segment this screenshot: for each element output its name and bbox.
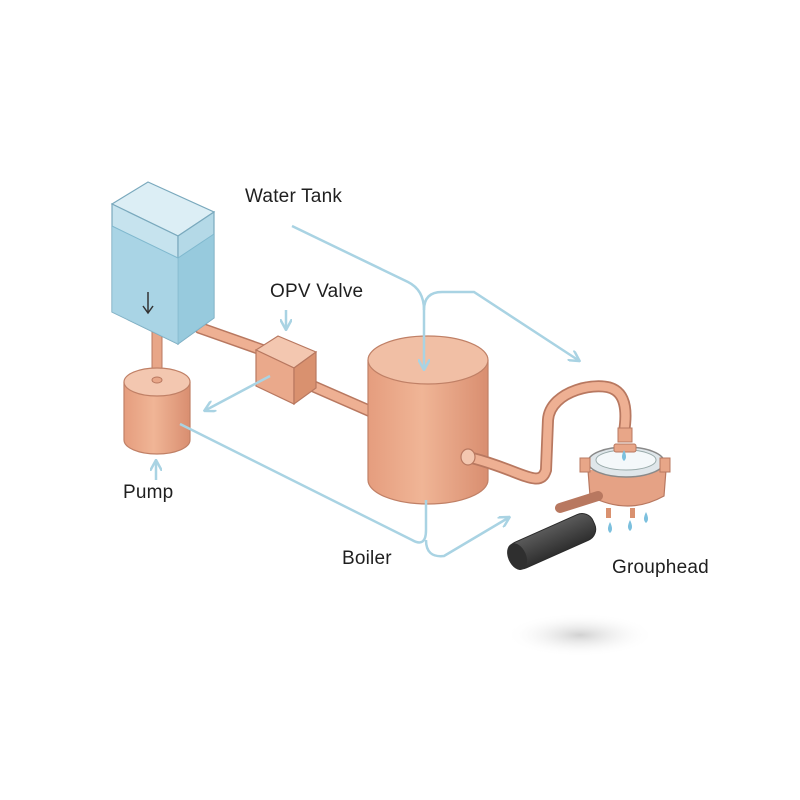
flow-arrow-boiler-to-grouphead: [424, 518, 508, 558]
water-tank-label: Water Tank: [245, 186, 343, 207]
down-arrow-icon: [142, 292, 154, 315]
boiler: [367, 335, 489, 505]
flow-arrow-valve-return: [206, 374, 271, 410]
grouphead-label: Grouphead: [612, 557, 709, 578]
flow-arrows: [156, 224, 578, 558]
water-drop-icon: [608, 450, 648, 533]
flow-arrow-pump-to-boiler: [179, 422, 428, 544]
boiler-grouphead-pipe: [460, 380, 632, 485]
pump: [123, 367, 191, 455]
opv-valve: [254, 335, 318, 406]
portafilter-handle: [507, 491, 603, 570]
pump-label: Pump: [123, 482, 174, 503]
boiler-label: Boiler: [342, 548, 392, 569]
water-tank: [110, 181, 216, 346]
opv-valve-label: OPV Valve: [270, 281, 364, 302]
grouphead: [579, 427, 671, 518]
main-pipe: [194, 322, 378, 418]
flow-arrow-to-grouphead: [422, 290, 578, 360]
ground-shadow: [505, 613, 655, 657]
